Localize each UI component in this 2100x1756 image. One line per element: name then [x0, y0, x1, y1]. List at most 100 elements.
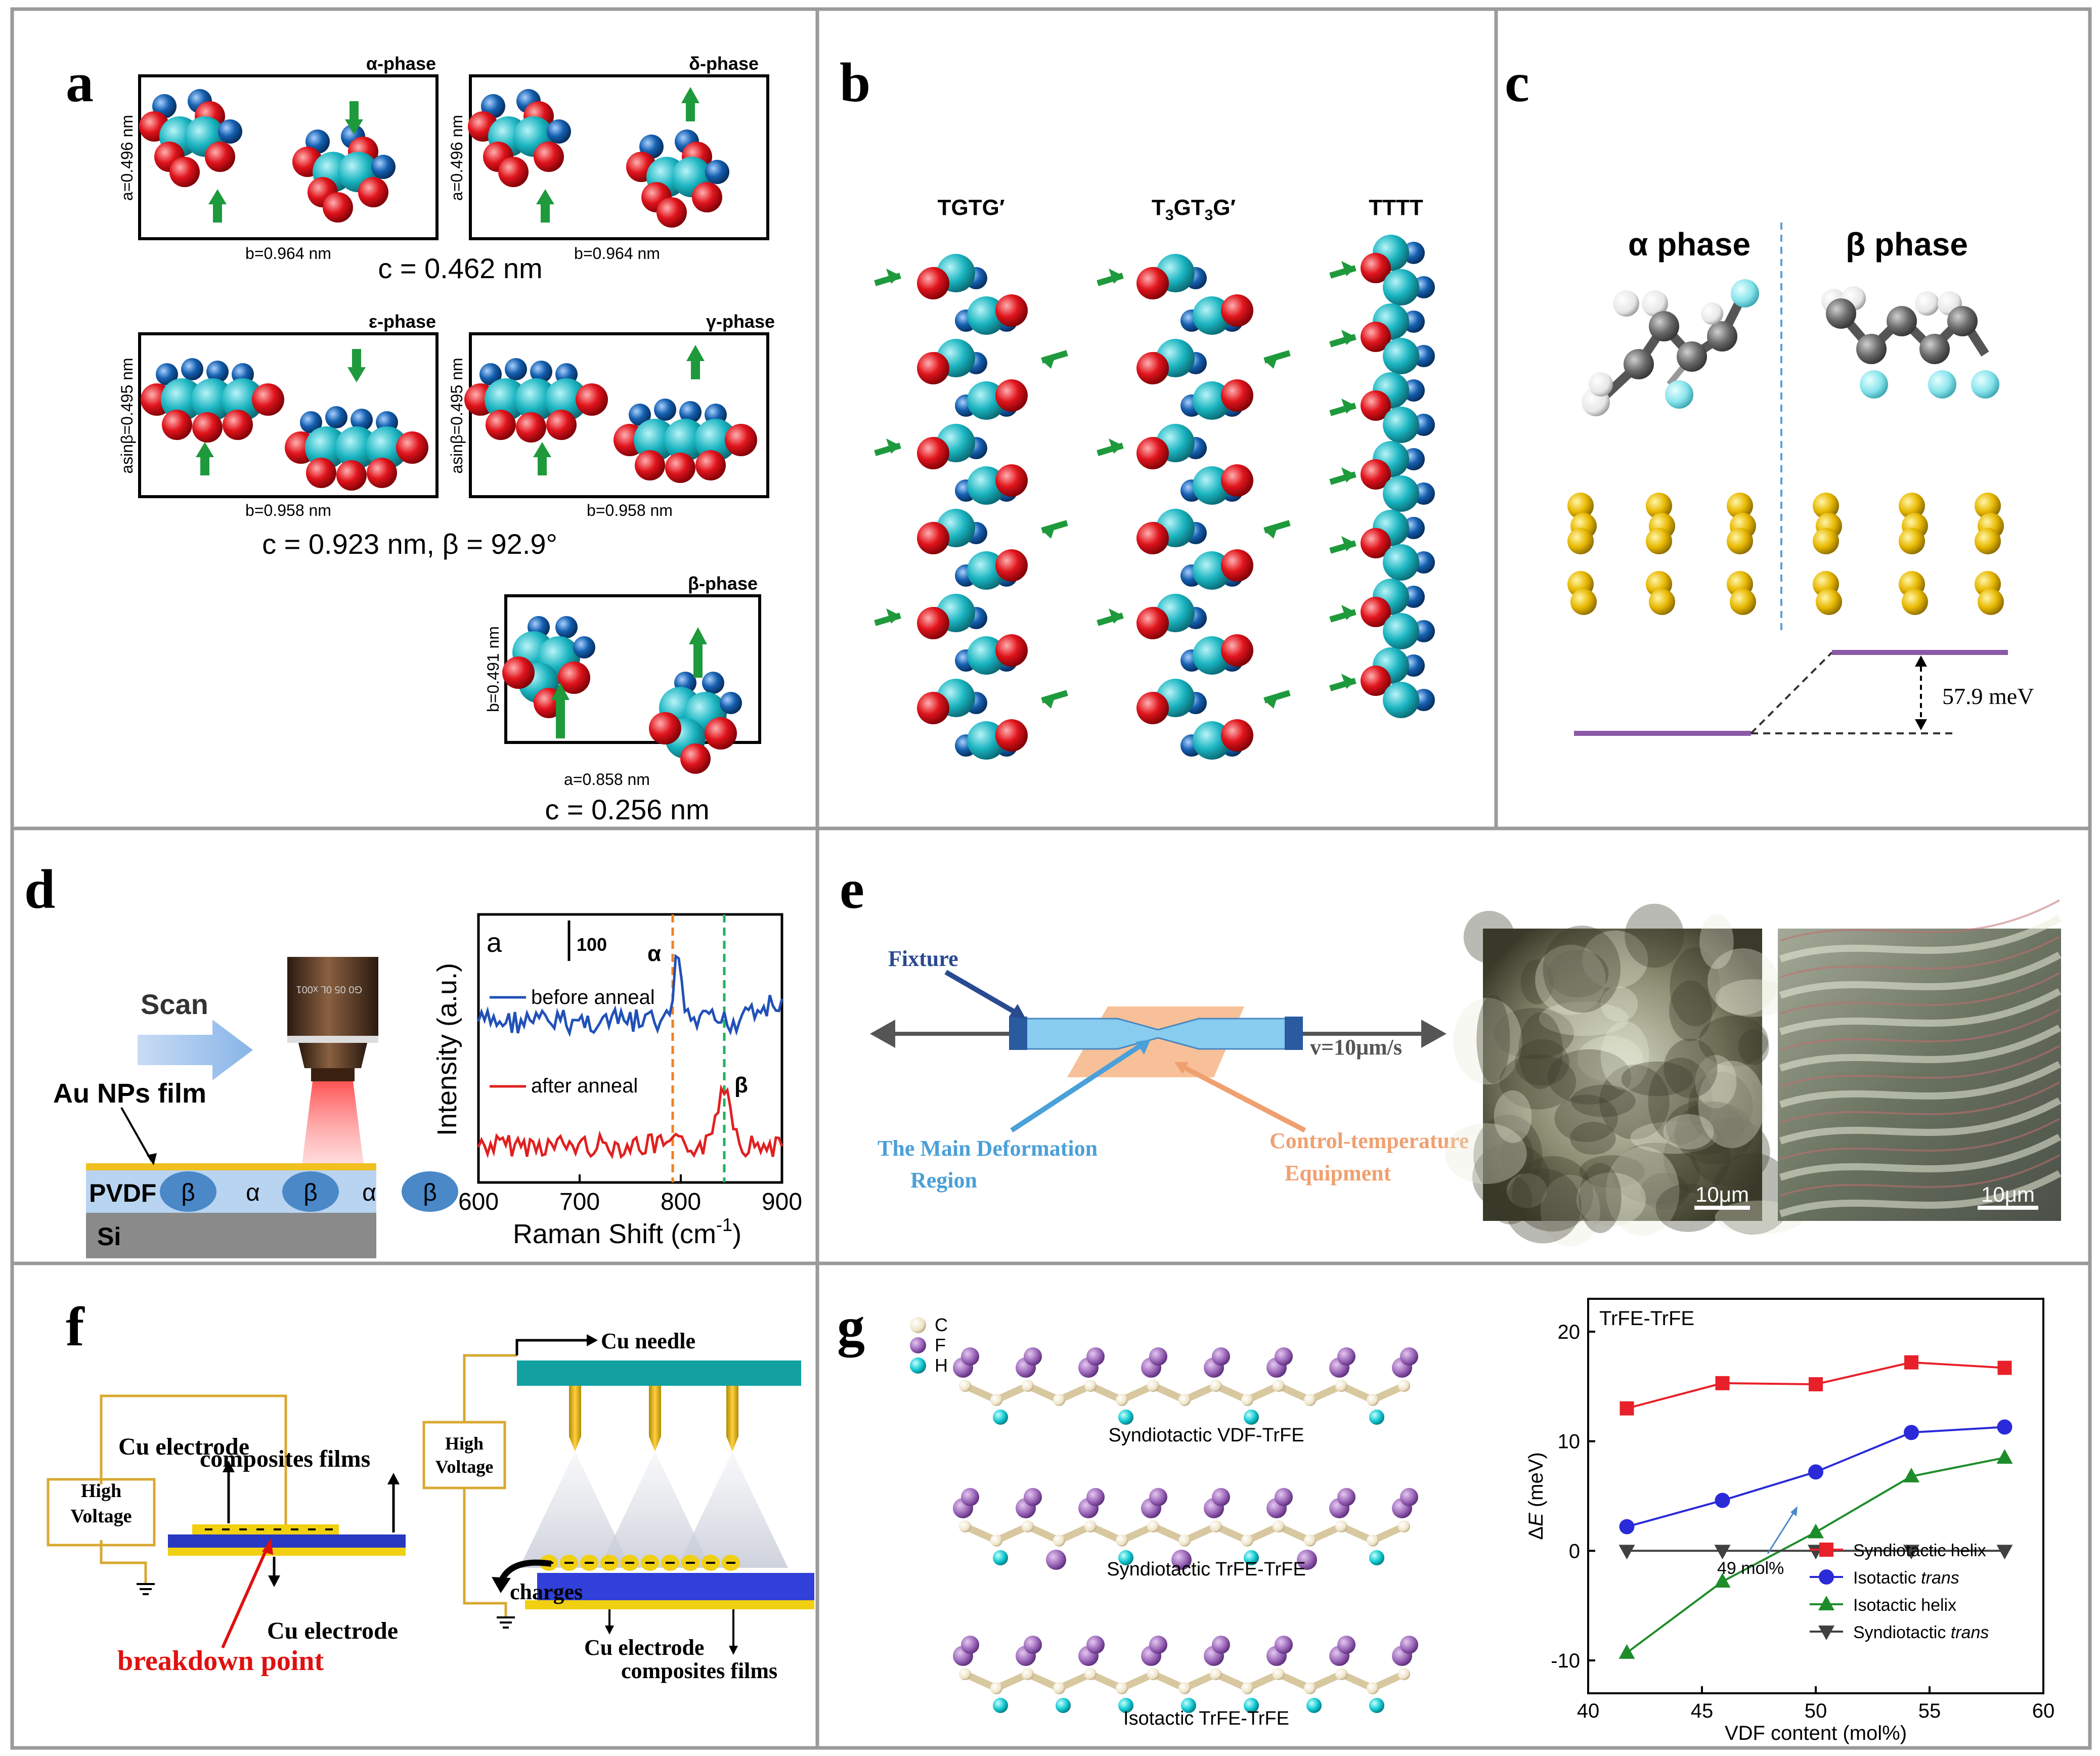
atom	[1398, 1520, 1410, 1532]
atom	[351, 409, 373, 431]
micro-fiber	[1780, 972, 2060, 1015]
micro-grain	[1698, 1061, 1765, 1149]
atom	[1053, 1682, 1065, 1694]
atom	[1727, 493, 1753, 519]
dipole-arrow-head	[1042, 693, 1056, 709]
atom	[1212, 1347, 1230, 1366]
atom	[1136, 522, 1169, 554]
chain-tgtg	[874, 254, 1068, 760]
micro-grain	[1507, 1173, 1547, 1208]
micro-fiber	[1779, 1133, 2062, 1181]
atom	[634, 419, 676, 461]
atom	[657, 197, 687, 228]
data-point	[1997, 1419, 2013, 1435]
micro-grain	[1630, 1121, 1717, 1154]
atom	[396, 431, 428, 464]
chain-isotactic-trfe-trfe	[953, 1636, 1418, 1713]
atom	[1275, 1347, 1293, 1366]
atom	[306, 458, 336, 488]
y-tick-label: 0	[1569, 1540, 1580, 1562]
dipole-arrow-head	[1341, 674, 1355, 689]
atom	[323, 192, 353, 223]
micro-grain	[1579, 1155, 1645, 1188]
micro-grain	[1453, 997, 1522, 1085]
atom	[1400, 1636, 1418, 1654]
atom	[967, 381, 1005, 420]
dipole-arrow-head	[1264, 693, 1279, 709]
atom	[1816, 589, 1842, 615]
atom	[995, 379, 1028, 412]
atom	[534, 142, 564, 172]
atom	[1646, 528, 1672, 554]
micro-grain	[1504, 1168, 1582, 1244]
data-point	[1715, 1492, 1730, 1508]
micro-grain	[1674, 1102, 1754, 1164]
data-point	[1618, 1545, 1635, 1560]
fixture-left	[1009, 1017, 1027, 1050]
data-point	[1715, 1376, 1730, 1390]
micro-grain	[1488, 1175, 1533, 1224]
needle	[649, 1386, 661, 1452]
atom	[1053, 1394, 1065, 1406]
dipole-arrow-head	[1341, 536, 1355, 551]
atom	[1221, 634, 1253, 667]
micro-grain	[1599, 1064, 1670, 1140]
atom	[1899, 493, 1925, 519]
dipole-arrow-head	[1109, 608, 1123, 624]
atom	[1056, 1698, 1071, 1713]
alpha-phase-title: α phase	[1628, 226, 1751, 262]
micro-grain	[1494, 1090, 1532, 1143]
delta-arrow-up	[681, 87, 699, 121]
atom	[335, 426, 378, 469]
atom	[1221, 294, 1253, 327]
micro-grain	[1520, 959, 1554, 1004]
composite-film-right	[537, 1573, 814, 1600]
legend-carbon: C	[935, 1314, 948, 1335]
micro-grain	[1570, 1122, 1616, 1155]
atom	[1149, 1488, 1167, 1506]
atom	[479, 363, 502, 385]
atom	[546, 410, 577, 440]
beta-phase-label: β-phase	[688, 573, 758, 594]
atom	[1383, 338, 1419, 374]
atom	[1367, 1682, 1379, 1694]
micro-grain	[1688, 1071, 1753, 1142]
atom	[679, 401, 702, 423]
atom	[486, 410, 516, 440]
atom	[1899, 528, 1925, 554]
atom	[967, 721, 1005, 760]
atom	[917, 352, 949, 384]
energy-difference: 57.9 meV	[1942, 683, 2034, 709]
x-tick-label: 55	[1918, 1700, 1941, 1722]
micro-grain	[1621, 1061, 1693, 1096]
domain-label: β	[423, 1179, 437, 1206]
high-voltage-left-2: Voltage	[70, 1506, 132, 1527]
c-lattice-2: c = 0.923 nm, β = 92.9°	[262, 528, 557, 560]
svg-text:G0 05 0L x001: G0 05 0L x001	[296, 984, 362, 995]
micro-grain	[1690, 1117, 1770, 1187]
cu-electrode-right: Cu electrode	[584, 1635, 704, 1660]
gold-substrate	[1567, 493, 2004, 615]
delta-arrow-up-2	[536, 189, 554, 223]
micro-grain	[1640, 1173, 1689, 1210]
atom	[305, 426, 347, 469]
micro-grain	[1543, 925, 1621, 1013]
atom	[1383, 407, 1419, 443]
micro-grain	[1625, 903, 1684, 968]
atom	[555, 616, 578, 638]
atom	[705, 160, 729, 184]
au-np-film-label: Au NPs film	[53, 1078, 206, 1109]
laser-beam	[301, 1081, 364, 1168]
chain-label-2: Syndiotactic TrFE-TrFE	[1107, 1559, 1305, 1580]
x-tick-label: 50	[1805, 1700, 1827, 1722]
atom	[161, 378, 203, 421]
scan-arrow	[138, 1020, 253, 1080]
atom	[1086, 1636, 1105, 1654]
atom	[1383, 269, 1419, 305]
atom	[1400, 1488, 1418, 1506]
legend-label: Isotactic helix	[1853, 1596, 1956, 1615]
atom	[1337, 1636, 1355, 1654]
data-point	[1903, 1545, 1919, 1560]
